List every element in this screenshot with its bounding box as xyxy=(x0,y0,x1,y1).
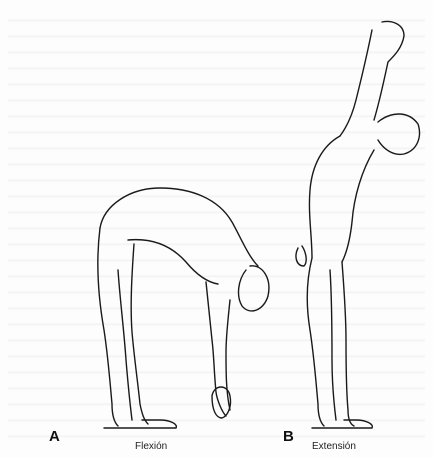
extension-arm-inner xyxy=(340,30,372,136)
panel-b-letter: B xyxy=(283,428,294,445)
extension-chest xyxy=(342,150,374,262)
panel-a-letter: A xyxy=(49,428,60,445)
extension-leg-front xyxy=(342,262,354,426)
extension-head xyxy=(378,114,419,154)
flexion-leg-front xyxy=(131,244,148,424)
extension-back xyxy=(309,136,340,258)
extension-hand xyxy=(296,246,306,266)
extension-arm-raised xyxy=(374,22,404,120)
panel-b-caption: Extensión xyxy=(312,441,356,452)
flexion-leg-back xyxy=(98,228,118,426)
extension-leg-inner xyxy=(330,270,336,420)
extension-leg-back xyxy=(307,258,324,426)
flexion-belly-line xyxy=(128,240,218,284)
panel-a-caption: Flexión xyxy=(135,441,167,452)
flexion-head xyxy=(239,266,269,311)
flexion-figure xyxy=(98,188,269,428)
flexion-arm xyxy=(206,282,226,416)
flexion-leg-inner xyxy=(118,270,132,420)
extension-figure xyxy=(296,22,419,428)
